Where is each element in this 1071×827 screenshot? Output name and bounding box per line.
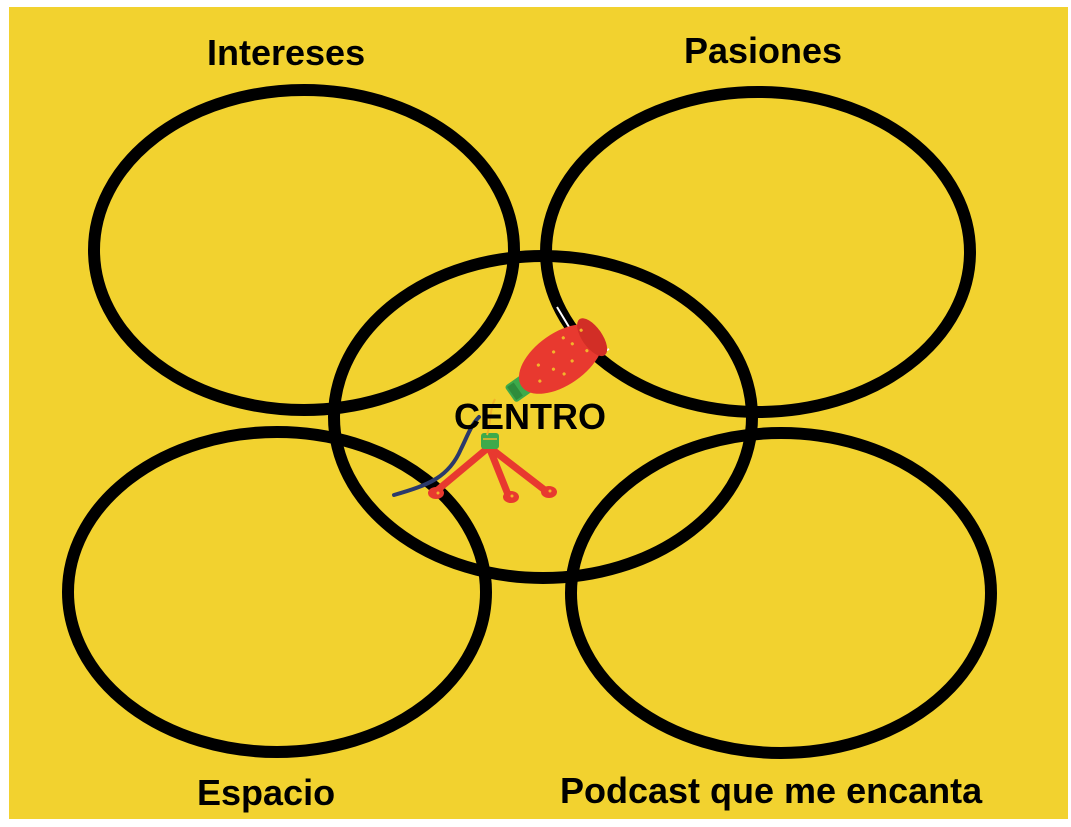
board-background [9, 7, 1068, 819]
venn-rings [9, 7, 1068, 819]
ring-intereses [88, 84, 520, 416]
ring-espacio [62, 426, 492, 758]
diagram-board: Intereses Pasiones Espacio Podcast que m… [9, 7, 1068, 819]
label-intereses: Intereses [207, 32, 366, 73]
label-pasiones: Pasiones [684, 30, 843, 71]
ring-podcast [565, 427, 997, 759]
label-podcast: Podcast que me encanta [560, 770, 983, 811]
microphone-on-tripod-icon [392, 306, 610, 503]
label-centro: CENTRO [454, 396, 606, 437]
ring-centro [328, 250, 758, 584]
label-espacio: Espacio [197, 772, 336, 813]
